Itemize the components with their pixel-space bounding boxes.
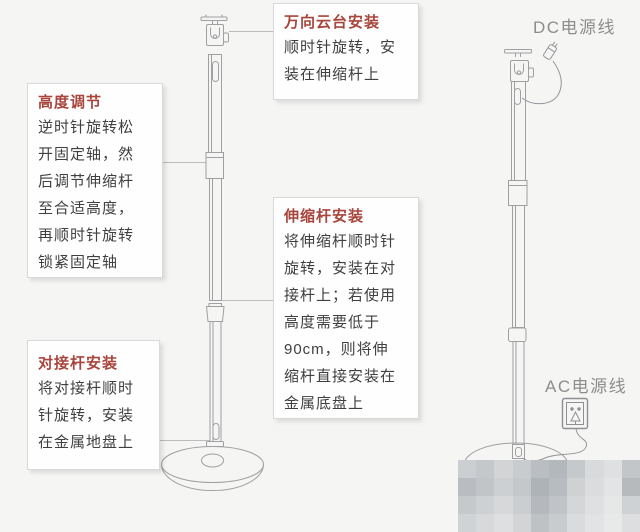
assembled-coupler-lock (508, 180, 528, 206)
mosaic-cell (603, 478, 622, 496)
mosaic-cell (530, 496, 549, 514)
mosaic-cell (585, 496, 604, 514)
dc-cable-curve (521, 60, 562, 105)
mosaic-cell (494, 496, 513, 514)
mosaic-cell (549, 460, 568, 478)
mosaic-cell (530, 460, 549, 478)
mosaic-cell (621, 496, 640, 514)
ac-cable-curve (521, 428, 588, 462)
mosaic-cell (621, 514, 640, 532)
callout-telescopic-pole-install: 伸缩杆安装 将伸缩杆顺时针 旋转，安装在对 接杆上；若使用 高度需要低于 90c… (273, 197, 419, 419)
callout-dock-pole-install: 对接杆安装 将对接杆顺时 针旋转，安装 在金属地盘上 (27, 340, 160, 470)
mosaic-cell (603, 496, 622, 514)
ac-adapter-icon (561, 397, 589, 430)
mosaic-cell (549, 514, 568, 532)
assembled-middle-pole (512, 205, 525, 328)
mosaic-cell (530, 478, 549, 496)
mosaic-cell (494, 478, 513, 496)
mosaic-cell (476, 478, 495, 496)
mosaic-cell (530, 514, 549, 532)
mosaic-cell (603, 514, 622, 532)
callout-title: 万向云台安装 (284, 14, 381, 31)
gimbal-head-icon (504, 49, 534, 82)
mosaic-cell (567, 496, 586, 514)
mosaic-cell (458, 514, 477, 532)
callout-body: 将伸缩杆顺时针 旋转，安装在对 接杆上；若使用 高度需要低于 90cm，则将伸 … (284, 233, 397, 412)
middle-pole-section (209, 178, 222, 301)
mosaic-cell (512, 460, 531, 478)
right-stand-illustration (463, 41, 589, 488)
mosaic-cell (621, 460, 640, 478)
upper-pole-section (208, 54, 222, 153)
left-stand-illustration (161, 14, 264, 491)
mosaic-cell (494, 514, 513, 532)
pole-coupler-lock (205, 152, 224, 179)
callout-connector-lines (160, 31, 273, 441)
callout-title: 伸缩杆安装 (284, 208, 365, 225)
callout-body: 逆时针旋转松 开固定轴，然 后调节伸缩杆 至合适高度， 再顺时针旋转 锁紧固定轴 (38, 119, 135, 271)
mosaic-cell (512, 496, 531, 514)
mosaic-cell (458, 496, 477, 514)
mosaic-cell (549, 478, 568, 496)
mosaic-cell (458, 478, 477, 496)
mosaic-cell (585, 514, 604, 532)
mosaic-cell (476, 514, 495, 532)
mosaic-cell (512, 514, 531, 532)
callout-gimbal-install: 万向云台安装 顺时针旋转，安 装在伸缩杆上 (273, 3, 419, 100)
assembled-joint (508, 327, 527, 342)
mosaic-cell (567, 514, 586, 532)
mosaic-cell (567, 460, 586, 478)
assembled-upper-pole (511, 81, 526, 181)
dock-pole-top-cap (205, 303, 225, 322)
mosaic-cell (603, 460, 622, 478)
callout-body: 顺时针旋转，安 装在伸缩杆上 (284, 39, 397, 83)
dc-cable-label: DC电源线 (533, 18, 617, 37)
mosaic-cell (585, 460, 604, 478)
assembled-lower-pole (512, 341, 525, 459)
mosaic-cell (567, 478, 586, 496)
dock-pole-section (206, 321, 224, 447)
callout-body: 将对接杆顺时 针旋转，安装 在金属地盘上 (38, 380, 135, 451)
gimbal-head-icon (200, 14, 229, 46)
callout-title: 高度调节 (38, 94, 103, 111)
mosaic-cell (621, 478, 640, 496)
ac-cable-label: AC电源线 (545, 377, 628, 396)
callout-title: 对接杆安装 (38, 355, 119, 372)
metal-base-disc (161, 446, 264, 491)
mosaic-cell (494, 460, 513, 478)
mosaic-cell (458, 460, 477, 478)
mosaic-cell (585, 478, 604, 496)
mosaic-cell (549, 496, 568, 514)
mosaic-cell (512, 478, 531, 496)
mosaic-cell (476, 460, 495, 478)
dc-plug-icon (543, 41, 558, 60)
censored-watermark-mosaic (458, 460, 640, 532)
callout-height-adjust: 高度调节 逆时针旋转松 开固定轴，然 后调节伸缩杆 至合适高度， 再顺时针旋转 … (27, 83, 163, 278)
mosaic-cell (476, 496, 495, 514)
